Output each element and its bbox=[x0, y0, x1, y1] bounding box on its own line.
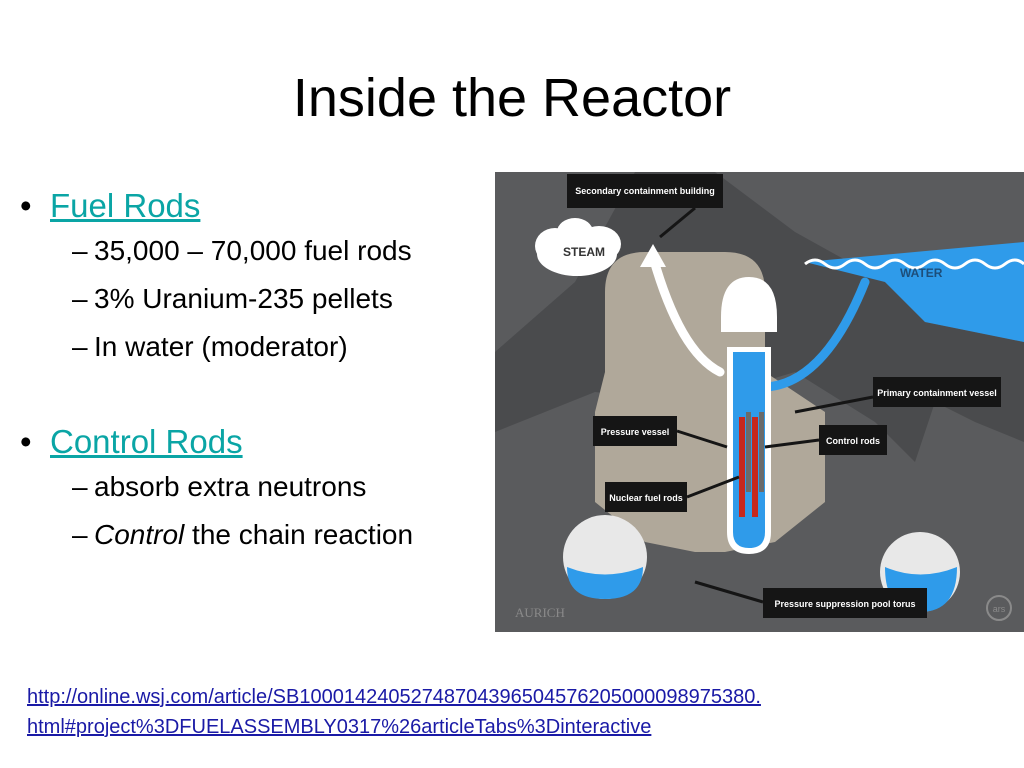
label-primary-text: Primary containment vessel bbox=[877, 388, 997, 398]
sub-bullet: –In water (moderator) bbox=[72, 331, 348, 362]
label-control-rods-text: Control rods bbox=[826, 436, 880, 446]
bullet-list: • Fuel Rods –35,000 – 70,000 fuel rods –… bbox=[16, 186, 496, 566]
ars-badge bbox=[986, 595, 1012, 621]
bullet-fuel-rods: • Fuel Rods bbox=[16, 186, 496, 226]
water-label: WATER bbox=[900, 266, 943, 280]
label-control-rods bbox=[819, 425, 887, 455]
signature: AURICH bbox=[515, 605, 565, 620]
source-link-line1[interactable]: http://online.wsj.com/article/SB10001424… bbox=[27, 686, 761, 708]
label-primary bbox=[873, 377, 1001, 407]
steam-label: STEAM bbox=[563, 245, 605, 259]
sub-bullet-text: 35,000 – 70,000 fuel rods bbox=[94, 235, 412, 266]
control-rods-link[interactable]: Control Rods bbox=[50, 423, 243, 460]
source-link[interactable]: http://online.wsj.com/article/SB10001424… bbox=[27, 682, 761, 742]
label-secondary bbox=[567, 174, 723, 208]
sub-bullet-text: absorb extra neutrons bbox=[94, 471, 367, 502]
sub-bullet-italic: Control bbox=[94, 519, 185, 550]
fuel-rod bbox=[752, 417, 758, 517]
fuel-rod bbox=[739, 417, 745, 517]
sub-bullet-text: the chain reaction bbox=[184, 519, 414, 550]
label-torus-text: Pressure suppression pool torus bbox=[774, 599, 915, 609]
label-torus bbox=[763, 588, 927, 618]
bullet-dot: • bbox=[20, 423, 32, 460]
control-rod bbox=[746, 412, 751, 492]
sub-bullet-text: 3% Uranium-235 pellets bbox=[94, 283, 393, 314]
sub-bullet: –absorb extra neutrons bbox=[72, 471, 367, 502]
label-fuel-rods-text: Nuclear fuel rods bbox=[609, 493, 683, 503]
label-pressure-vessel bbox=[593, 416, 677, 446]
source-link-line2[interactable]: html#project%3DFUELASSEMBLY0317%26articl… bbox=[27, 716, 652, 738]
slide-title: Inside the Reactor bbox=[292, 68, 732, 128]
control-rod bbox=[759, 412, 764, 492]
sub-bullet: –Control the chain reaction bbox=[72, 519, 414, 550]
label-secondary-text: Secondary containment building bbox=[575, 186, 715, 196]
bullet-control-rods: • Control Rods bbox=[16, 422, 496, 462]
badge-text: ars bbox=[993, 604, 1006, 614]
bullet-dot: • bbox=[20, 187, 32, 224]
fuel-rods-link[interactable]: Fuel Rods bbox=[50, 187, 201, 224]
label-pressure-vessel-text: Pressure vessel bbox=[601, 427, 670, 437]
steam-cloud bbox=[535, 218, 621, 276]
sub-bullet: –3% Uranium-235 pellets bbox=[72, 283, 393, 314]
sub-bullet-text: In water (moderator) bbox=[94, 331, 348, 362]
sub-bullet: –35,000 – 70,000 fuel rods bbox=[72, 235, 412, 266]
reactor-diagram: Secondary containment building STEAM WAT… bbox=[495, 172, 1024, 632]
label-fuel-rods bbox=[605, 482, 687, 512]
